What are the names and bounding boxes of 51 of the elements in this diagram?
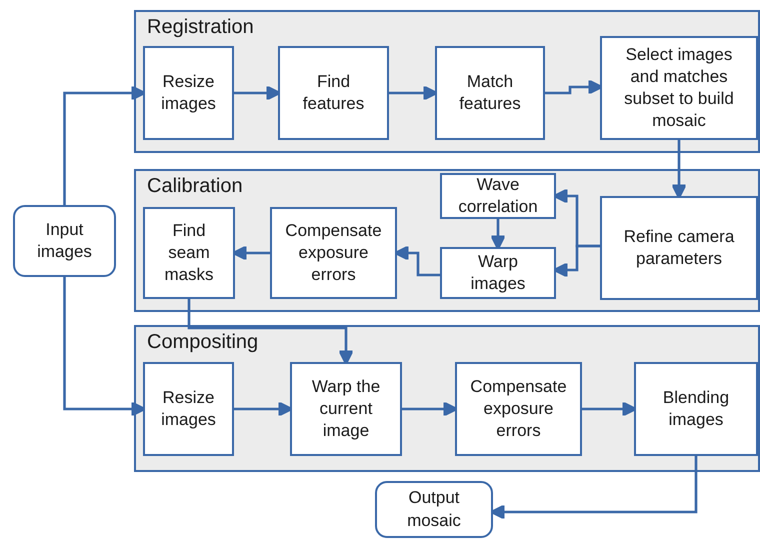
node-label: Compensate exposure errors — [284, 220, 383, 286]
process-box — [600, 36, 758, 140]
process-box — [440, 247, 556, 299]
node-label: Input images — [36, 218, 93, 263]
terminal-box — [13, 205, 116, 277]
node-label: Blending images — [662, 386, 730, 431]
process-box — [440, 173, 556, 219]
process-box — [600, 196, 758, 300]
process-box — [455, 362, 582, 456]
process-box — [278, 46, 389, 140]
arrow — [582, 401, 637, 417]
process-box — [290, 362, 402, 456]
arrow — [188, 299, 354, 365]
terminal-box — [375, 481, 493, 538]
arrow — [394, 245, 440, 276]
process-box — [634, 362, 758, 456]
group-panel — [134, 10, 760, 153]
arrow — [234, 85, 281, 101]
process-box — [270, 207, 397, 299]
node-label: Warp the current image — [310, 376, 382, 442]
arrow — [490, 219, 506, 250]
node-label: Compensate exposure errors — [469, 376, 568, 442]
node-label: Find seam masks — [163, 220, 215, 286]
group-title: Registration — [147, 15, 254, 39]
arrow — [545, 79, 603, 95]
node-label: Match features — [458, 70, 522, 115]
arrow — [671, 140, 687, 199]
group-title: Compositing — [147, 330, 258, 354]
node-label: Find features — [302, 70, 366, 115]
arrow — [63, 277, 146, 417]
group-panel — [134, 325, 760, 472]
arrow — [234, 401, 293, 417]
process-box — [143, 207, 235, 299]
node-label: Warp images — [470, 250, 526, 295]
node-label: Wave correlation — [457, 174, 539, 218]
process-box — [143, 362, 234, 456]
process-box — [435, 46, 545, 140]
node-label: Resize images — [160, 386, 217, 431]
arrow — [490, 456, 698, 520]
arrow — [402, 401, 458, 417]
arrow — [389, 85, 438, 101]
group-panel — [134, 169, 760, 312]
arrow — [63, 85, 146, 205]
arrow — [553, 244, 600, 278]
arrow — [232, 245, 270, 261]
process-box — [143, 46, 234, 140]
group-title: Calibration — [147, 174, 243, 198]
node-label: Output mosaic — [406, 487, 462, 532]
node-label: Refine camera parameters — [622, 226, 736, 270]
node-label: Select images and matches subset to build mosaic — [623, 44, 735, 132]
node-label: Resize images — [160, 70, 217, 115]
